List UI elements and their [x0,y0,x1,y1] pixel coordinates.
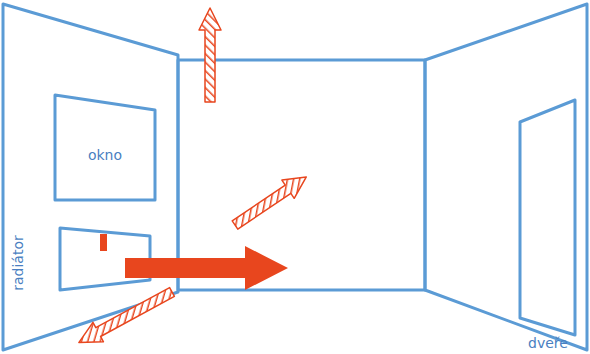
heat-loss-arrow [199,8,221,102]
radiator-label: radiátor [10,235,26,291]
heat-flow-arrow [125,246,288,290]
window-label: okno [88,147,122,163]
right-wall [425,4,587,350]
radiator-valve [100,234,107,251]
window-box: okno [58,112,152,198]
heat-loss-arrow [74,282,178,352]
door [520,100,575,335]
heat-loss-arrow [229,168,313,234]
door-label: dveře [528,335,568,351]
window [55,95,155,200]
